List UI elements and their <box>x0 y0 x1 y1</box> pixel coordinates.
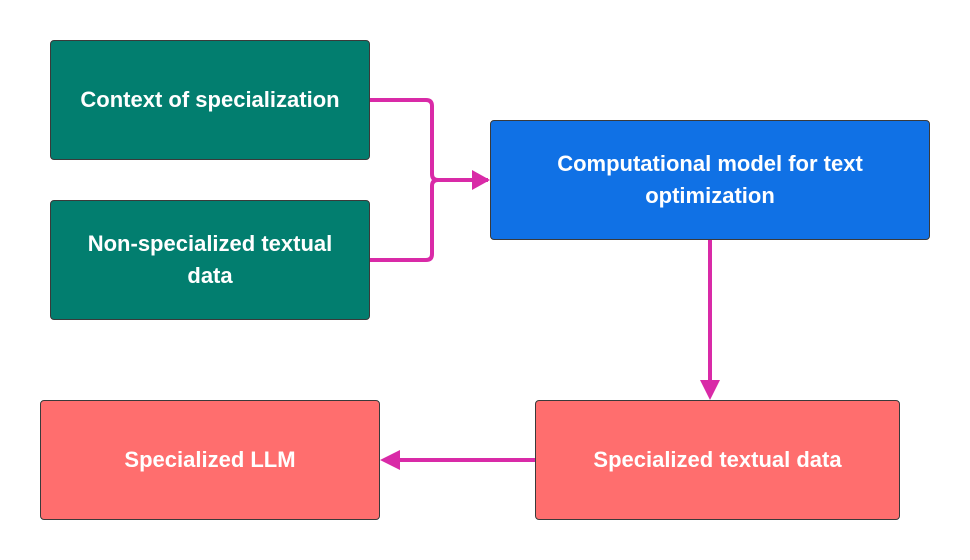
non-specialized-textual-data-node: Non-specialized textual data <box>50 200 370 320</box>
specialized-textual-data-label: Specialized textual data <box>593 447 842 472</box>
computational-model-node: Computational model for text optimizatio… <box>490 120 930 240</box>
specialized-llm-node: Specialized LLM <box>40 400 380 520</box>
computational-model-label: Computational model for text optimizatio… <box>557 151 863 208</box>
non-specialized-textual-data-label: Non-specialized textual data <box>87 231 333 288</box>
arrowhead-into-specialized-llm <box>380 450 400 470</box>
arrowhead-into-specialized-data <box>700 380 720 400</box>
connector-nonspecialized-to-model <box>370 178 439 262</box>
arrowhead-into-model <box>472 170 490 190</box>
connector-context-to-model <box>370 98 488 182</box>
context-of-specialization-label: Context of specialization <box>80 87 340 112</box>
context-of-specialization-node: Context of specialization <box>50 40 370 160</box>
specialized-llm-label: Specialized LLM <box>124 447 296 472</box>
specialized-textual-data-node: Specialized textual data <box>535 400 900 520</box>
